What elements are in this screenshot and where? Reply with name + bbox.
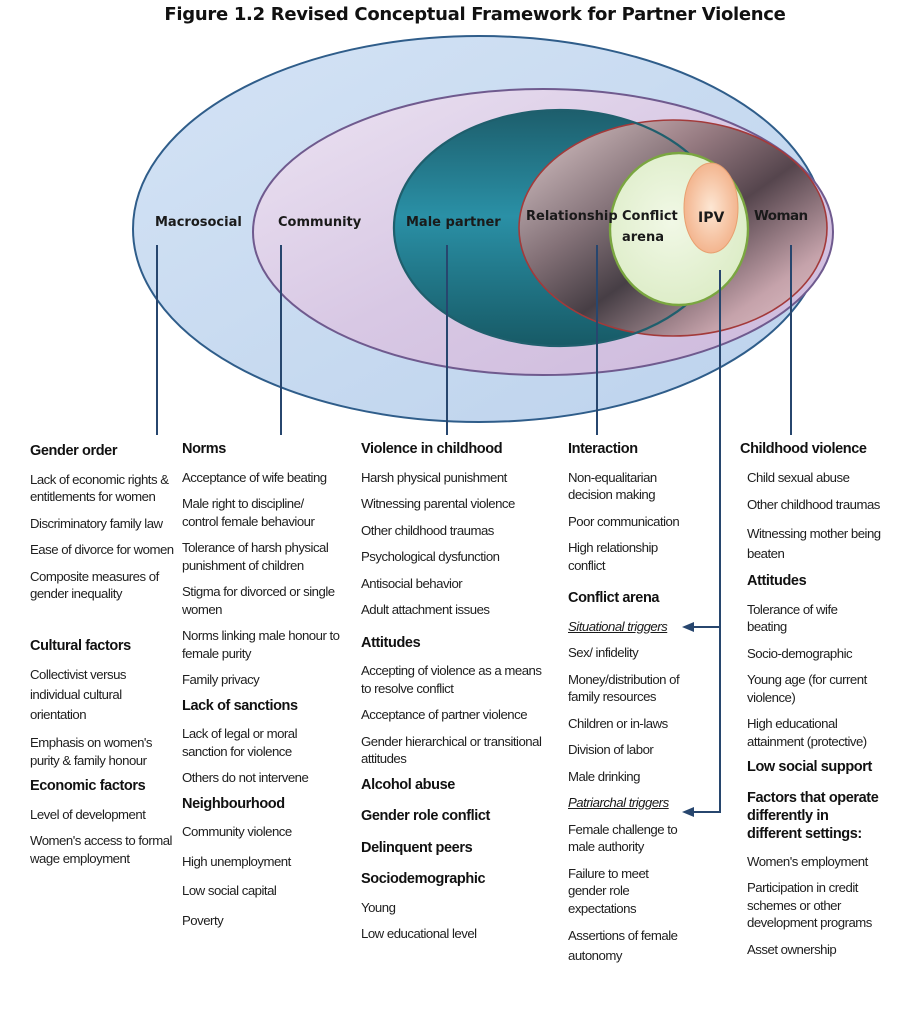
list-item: Low educational level: [361, 926, 477, 941]
list-item: Acceptance of wife beating: [182, 469, 327, 485]
list-item: Failure to meet gender role expectations: [568, 865, 649, 916]
list-item: Acceptance of partner violence: [361, 707, 528, 722]
label-ipv: IPV: [698, 210, 724, 226]
list-item: Women's employment: [747, 853, 868, 869]
list-item: High educational attainment (protective): [747, 716, 867, 749]
heading-low-social-support: Low social support: [747, 759, 872, 775]
list-item: Male drinking: [568, 768, 640, 784]
heading-norms: Norms: [182, 441, 226, 457]
heading-lack-of-sanctions: Lack of sanctions: [182, 697, 298, 714]
list-item: Tolerance of harsh physical punishment o…: [182, 540, 329, 573]
heading-factors-different-settings: Factors that operate differently in diff…: [747, 789, 879, 842]
column-male-partner: Violence in childhood Harsh physical pun…: [361, 441, 546, 952]
label-male-partner: Male partner: [406, 215, 501, 230]
list-item: Women's access to formal wage employment: [30, 833, 172, 866]
list-item: Young: [361, 899, 396, 915]
list-item: Other childhood traumas: [361, 522, 494, 538]
ipv-ellipse: [683, 162, 739, 254]
list-item: Lack of economic rights & entitlements f…: [30, 471, 169, 505]
list-item: Community violence: [182, 824, 292, 839]
heading-conflict-arena: Conflict arena: [568, 590, 660, 606]
list-item: Adult attachment issues: [361, 602, 490, 617]
list-item: Witnessing mother being beaten: [747, 526, 881, 561]
list-item: High unemployment: [182, 853, 291, 869]
list-item: Division of labor: [568, 742, 654, 757]
label-conflict-arena-line1: Conflict: [622, 209, 678, 224]
heading-violence-in-childhood: Violence in childhood: [361, 441, 503, 457]
list-item: Emphasis on women's purity & family hono…: [30, 735, 153, 768]
label-community: Community: [278, 215, 362, 230]
list-item: Sex/ infidelity: [568, 645, 639, 660]
list-item: Female challenge to male authority: [568, 821, 678, 855]
label-conflict-arena-line2: arena: [622, 230, 664, 245]
heading-neighbourhood: Neighbourhood: [182, 795, 285, 812]
column-community: Norms Acceptance of wife beating Male ri…: [182, 441, 342, 938]
list-item: Young age (for current violence): [747, 672, 867, 705]
heading-attitudes-woman: Attitudes: [747, 573, 807, 589]
list-item: Male right to discipline/ control female…: [182, 496, 315, 529]
list-item: Witnessing parental violence: [361, 496, 515, 511]
connector-ipv-to-triggers: [692, 270, 721, 813]
list-item: Level of development: [30, 806, 146, 822]
list-item: Low social capital: [182, 883, 277, 898]
list-item: Assertions of female autonomy: [568, 928, 678, 963]
figure-title: Figure 1.2 Revised Conceptual Framework …: [164, 4, 786, 25]
list-item: Child sexual abuse: [747, 469, 850, 485]
heading-sociodemographic: Sociodemographic: [361, 871, 486, 887]
list-item: Collectivist versus individual cultural …: [30, 667, 127, 722]
list-item: Participation in credit schemes or other…: [747, 880, 872, 930]
list-item: Money/distribution of family resources: [568, 671, 680, 705]
label-woman: Woman: [754, 208, 807, 224]
subheading-situational-triggers: Situational triggers: [568, 618, 668, 634]
list-item: Socio-demographic: [747, 645, 853, 661]
column-relationship: Interaction Non-equalitarian decision ma…: [568, 441, 688, 975]
heading-alcohol-abuse: Alcohol abuse: [361, 776, 455, 793]
heading-attitudes-male: Attitudes: [361, 634, 421, 651]
heading-cultural-factors: Cultural factors: [30, 637, 131, 654]
list-item: Asset ownership: [747, 941, 837, 957]
heading-delinquent-peers: Delinquent peers: [361, 839, 473, 856]
arrow-patriarchal-triggers-icon: [682, 807, 694, 817]
list-item: Harsh physical punishment: [361, 469, 507, 485]
arrow-situational-triggers-icon: [682, 622, 694, 632]
list-item: Others do not intervene: [182, 770, 309, 785]
list-item: Norms linking male honour to female puri…: [182, 628, 340, 661]
label-relationship: Relationship: [526, 209, 618, 224]
list-item: Lack of legal or moral sanction for viol…: [182, 726, 298, 759]
label-macrosocial: Macrosocial: [155, 215, 242, 230]
list-item: Composite measures of gender inequality: [30, 568, 159, 602]
list-item: Poor communication: [568, 513, 680, 529]
list-item: Stigma for divorced or single women: [182, 584, 335, 617]
list-item: Antisocial behavior: [361, 575, 463, 591]
column-woman: Childhood violence Child sexual abuse Ot…: [740, 441, 890, 967]
heading-gender-order: Gender order: [30, 443, 118, 459]
list-item: Discriminatory family law: [30, 515, 163, 531]
list-item: Non-equalitarian decision making: [568, 469, 657, 503]
list-item: Psychological dysfunction: [361, 549, 500, 564]
list-item: Poverty: [182, 912, 224, 928]
subheading-patriarchal-triggers: Patriarchal triggers: [568, 795, 669, 810]
list-item: Other childhood traumas: [747, 497, 880, 512]
list-item: Children or in-laws: [568, 715, 668, 731]
heading-childhood-violence: Childhood violence: [740, 441, 867, 457]
list-item: High relationship conflict: [568, 540, 658, 573]
list-item: Family privacy: [182, 672, 260, 687]
heading-gender-role-conflict: Gender role conflict: [361, 808, 490, 824]
heading-interaction: Interaction: [568, 441, 638, 457]
list-item: Tolerance of wife beating: [747, 601, 838, 635]
list-item: Gender hierarchical or transitional atti…: [361, 733, 542, 767]
list-item: Accepting of violence as a means to reso…: [361, 663, 542, 696]
heading-economic-factors: Economic factors: [30, 778, 146, 794]
list-item: Ease of divorce for women: [30, 542, 174, 557]
column-macrosocial: Gender order Lack of economic rights & e…: [30, 443, 175, 876]
